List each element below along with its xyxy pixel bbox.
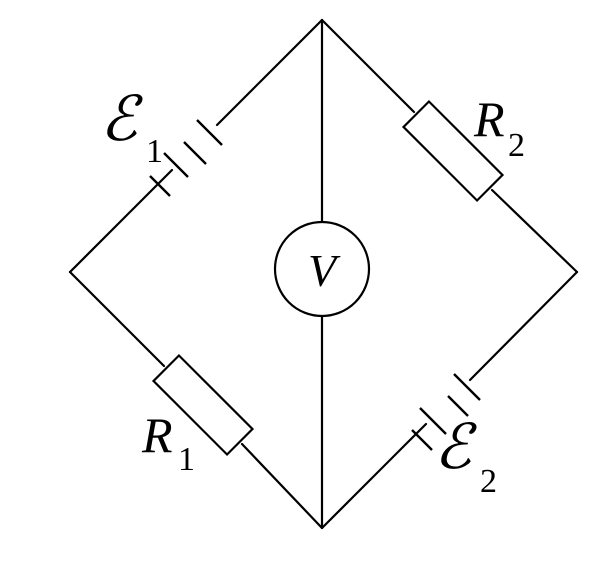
resistor-r2-body — [401, 99, 505, 203]
wire-top-to-emf1 — [215, 18, 324, 127]
wire-emf1-to-left — [68, 168, 174, 274]
voltmeter-circle — [273, 220, 371, 318]
battery-emf1-plate-long-2 — [163, 152, 189, 178]
wire-emf2-to-bottom — [320, 422, 428, 530]
label-r1: R 1 — [141, 407, 195, 478]
battery-emf2-plate-long-2 — [419, 407, 447, 435]
wire-r1-to-bottom — [240, 442, 324, 530]
label-r2-symbol: R — [473, 91, 505, 147]
battery-emf2 — [411, 373, 481, 451]
battery-emf1-plate-short — [183, 141, 207, 165]
resistor-r1 — [151, 353, 255, 457]
battery-emf2-plate-long — [453, 373, 481, 401]
wire-top-to-r2 — [320, 18, 416, 114]
label-r1-symbol: R — [141, 407, 173, 463]
resistor-r2 — [401, 99, 505, 203]
wires — [68, 18, 579, 530]
battery-emf2-plate-short-2 — [411, 429, 433, 451]
voltmeter-label: V — [308, 245, 341, 296]
wire-r2-to-right — [490, 188, 579, 274]
label-emf1: ℰ 1 — [100, 82, 163, 170]
label-emf1-subscript: 1 — [146, 133, 163, 170]
label-r1-subscript: 1 — [178, 441, 195, 478]
battery-emf1 — [149, 119, 223, 197]
battery-emf1-plate-short-2 — [149, 175, 171, 197]
wire-left-to-r1 — [68, 270, 166, 368]
voltmeter: V — [273, 220, 371, 318]
resistor-r1-body — [151, 353, 255, 457]
label-emf1-symbol: ℰ — [100, 82, 143, 155]
battery-emf2-plate-short — [447, 395, 469, 417]
label-emf2-subscript: 2 — [480, 463, 497, 500]
battery-emf1-plate-long — [196, 119, 223, 146]
label-r2: R 2 — [473, 91, 525, 164]
label-r2-subscript: 2 — [508, 127, 525, 164]
label-emf2: ℰ 2 — [434, 410, 497, 500]
label-emf2-symbol: ℰ — [434, 410, 477, 483]
wire-right-to-emf2 — [468, 270, 579, 382]
